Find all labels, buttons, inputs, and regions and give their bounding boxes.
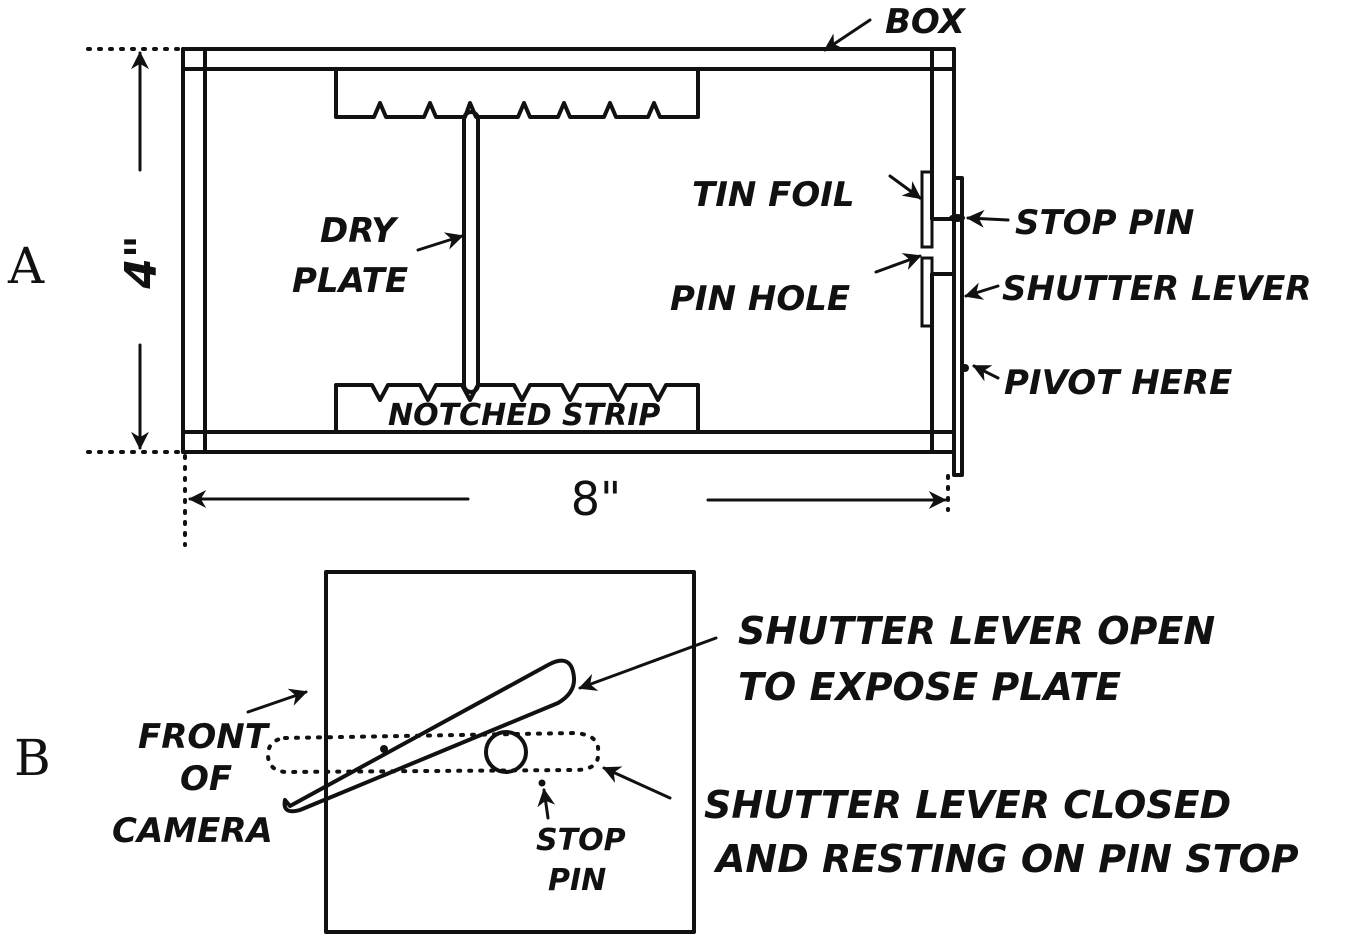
front-of-camera-line1: FRONT bbox=[138, 717, 271, 757]
box-left-wall bbox=[181, 47, 207, 454]
height-dimension-label: 4" bbox=[116, 235, 167, 290]
stop-pin bbox=[949, 214, 965, 222]
front-of-camera-line2: OF bbox=[180, 759, 232, 799]
panel-b-letter: B bbox=[14, 729, 51, 787]
pivot-dot bbox=[380, 745, 388, 753]
panel-a-letter: A bbox=[7, 237, 45, 295]
dry-plate-label-line2: PLATE bbox=[292, 261, 408, 301]
shutter-lever-closed bbox=[265, 730, 601, 775]
open-label-line2: TO EXPOSE PLATE bbox=[738, 665, 1121, 709]
tin-foil-leader bbox=[888, 174, 922, 200]
box-label: BOX bbox=[885, 2, 967, 42]
width-dimension-label: 8" bbox=[571, 472, 621, 526]
panel-a: A bbox=[7, 2, 1312, 547]
front-direction-arrow bbox=[246, 688, 308, 714]
dry-plate-label-line1: DRY bbox=[320, 211, 399, 251]
pivot-point bbox=[961, 364, 969, 372]
stop-pin-circle bbox=[484, 730, 528, 774]
pivot-here-leader bbox=[972, 364, 1000, 382]
shutter-lever-label: SHUTTER LEVER bbox=[1002, 269, 1312, 309]
tin-foil-label: TIN FOIL bbox=[692, 175, 855, 215]
dry-plate bbox=[462, 110, 480, 394]
pivot-here-label: PIVOT HERE bbox=[1004, 363, 1232, 403]
height-dimension: 4" bbox=[86, 47, 182, 454]
pin-hole-leader bbox=[874, 253, 922, 274]
open-leader bbox=[578, 636, 718, 691]
panel-b: B FRONT OF CAMERA STOP PIN SHUTTER LEVER… bbox=[14, 570, 1299, 934]
stop-pin-label-b-line1: STOP bbox=[536, 823, 626, 858]
box-bottom-wall bbox=[181, 430, 956, 454]
closed-label-line2: AND RESTING ON PIN STOP bbox=[713, 837, 1299, 881]
camera-side-outline bbox=[324, 570, 696, 934]
tin-foil-lower bbox=[920, 256, 934, 328]
dry-plate-leader bbox=[416, 232, 464, 252]
notched-strip-label: NOTCHED STRIP bbox=[388, 398, 660, 433]
box-leader bbox=[823, 18, 872, 52]
pin-hole-label: PIN HOLE bbox=[670, 279, 850, 319]
closed-label-line1: SHUTTER LEVER CLOSED bbox=[704, 783, 1231, 827]
box-top-wall bbox=[181, 47, 956, 71]
shutter-lever bbox=[952, 176, 964, 477]
box-right-wall-upper bbox=[930, 47, 956, 221]
bottom-notched-strip bbox=[334, 383, 700, 434]
shutter-lever-leader bbox=[964, 282, 1000, 300]
shutter-lever-open bbox=[282, 658, 577, 814]
stop-pin-label-b-line2: PIN bbox=[548, 863, 606, 898]
front-of-camera-line3: CAMERA bbox=[112, 811, 273, 851]
top-notched-strip bbox=[334, 67, 700, 119]
stop-pin-leader-b bbox=[537, 788, 556, 820]
stop-pin-leader bbox=[966, 209, 1010, 228]
stop-pin-label: STOP PIN bbox=[1015, 203, 1194, 243]
box-inner-outline bbox=[203, 67, 934, 434]
stop-pin-dot bbox=[538, 779, 546, 787]
width-dimension: 8" bbox=[183, 454, 950, 547]
tin-foil-upper bbox=[920, 170, 934, 249]
closed-leader bbox=[602, 766, 672, 800]
open-label-line1: SHUTTER LEVER OPEN bbox=[738, 609, 1215, 653]
box-right-wall-lower bbox=[930, 272, 956, 454]
